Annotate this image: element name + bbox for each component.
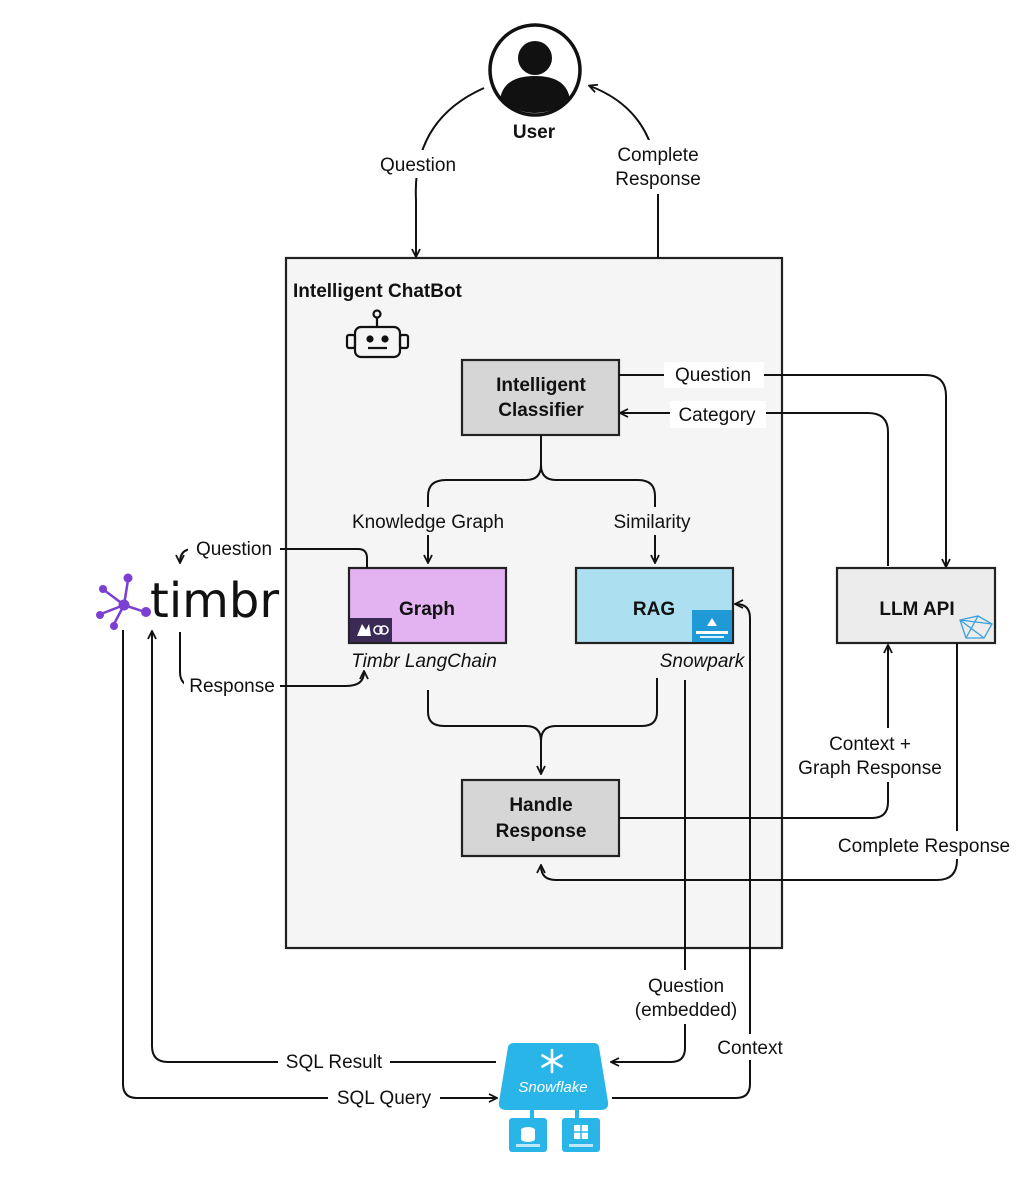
classifier-label-line2: Classifier [498, 400, 584, 421]
snowflake-icon: Snowflake [498, 1043, 609, 1152]
similarity-label: Similarity [613, 512, 691, 533]
user-avatar [488, 23, 582, 117]
complete-response-label-line1: Complete [617, 145, 698, 166]
snowpark-python-icon [692, 610, 732, 642]
timbr-response-label: Response [189, 676, 275, 697]
handle-label-line1: Handle [509, 795, 572, 816]
snowflake-label: Snowflake [518, 1079, 587, 1096]
arrow-snowflake-to-rag [612, 604, 751, 1099]
rag-label: RAG [633, 599, 675, 620]
chatbot-title: Intelligent ChatBot [293, 281, 463, 302]
embedded-label-line1: Question [648, 976, 724, 997]
network-icon [959, 615, 993, 639]
classifier-question-label: Question [675, 365, 751, 386]
classifier-box [460, 358, 621, 437]
arrow-classifier-to-llm [619, 374, 946, 566]
arrow-rag-to-snowflake [612, 680, 686, 1062]
arrow-llm-to-classifier [621, 413, 889, 566]
graph-caption: Timbr LangChain [351, 651, 497, 672]
arrow-graph-to-handle [427, 690, 541, 773]
context-graph-label-line1: Context + [829, 734, 911, 755]
arrow-llm-to-handle [541, 643, 958, 881]
timbr-logo [96, 573, 151, 630]
context-graph-label-line2: Graph Response [798, 758, 942, 779]
arrow-classifier-branch-rag [540, 464, 655, 562]
context-label: Context [717, 1038, 783, 1059]
user-label: User [513, 122, 556, 143]
arrow-handle-to-llm [619, 646, 888, 819]
arrow-rag-to-handle [540, 678, 658, 742]
graph-label: Graph [399, 599, 455, 620]
sql-result-label: SQL Result [286, 1052, 383, 1073]
langchain-icon [350, 618, 392, 642]
arrow-snowflake-to-timbr [152, 632, 496, 1063]
classifier-label-line1: Intelligent [496, 375, 586, 396]
knowledge-graph-label: Knowledge Graph [352, 512, 504, 533]
handle-label-line2: Response [496, 821, 587, 842]
arrow-classifier-branch [428, 435, 542, 562]
complete-response-label-line2: Response [615, 169, 701, 190]
user-question-label: Question [380, 155, 456, 176]
llm-api-label: LLM API [879, 599, 954, 620]
embedded-label-line2: (embedded) [635, 1000, 737, 1021]
timbr-wordmark: timbr [150, 573, 279, 629]
arrow-user-to-chatbot [416, 87, 485, 256]
handle-response-box [460, 778, 621, 858]
robot-icon [345, 309, 410, 359]
sql-query-label: SQL Query [337, 1088, 432, 1109]
llm-api-box [835, 566, 997, 645]
timbr-question-label: Question [196, 539, 272, 560]
arrow-graph-to-timbr [180, 548, 368, 568]
rag-caption: Snowpark [660, 651, 746, 672]
arrow-timbr-to-snowflake [122, 630, 496, 1098]
category-label: Category [678, 405, 756, 426]
complete-response-label: Complete Response [838, 836, 1010, 857]
